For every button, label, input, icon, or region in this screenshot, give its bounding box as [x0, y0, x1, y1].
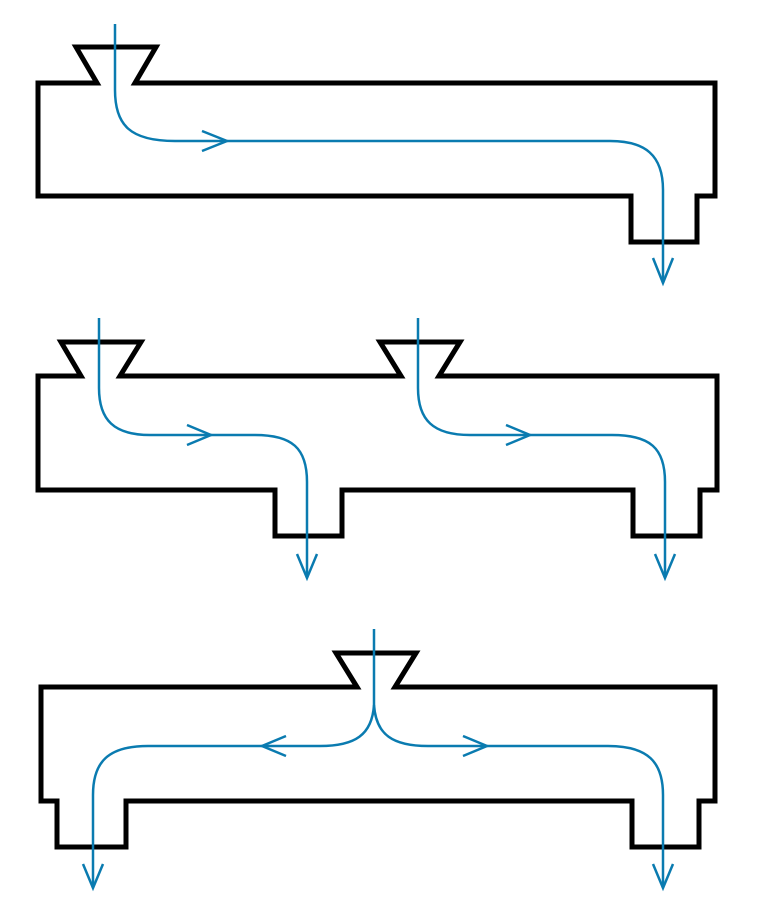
flow-arrow-right — [201, 129, 231, 153]
flow-arrow-down-left — [81, 863, 105, 892]
channel-body — [35, 339, 720, 539]
flow-arrow-right — [462, 734, 491, 758]
flow-path-right — [372, 704, 665, 888]
flow-arrow-down-right — [651, 863, 675, 892]
panel-3-split-channel — [38, 629, 718, 892]
flow-arrow-down — [651, 257, 675, 287]
panel-1-single-channel — [35, 24, 718, 287]
flow-path — [113, 24, 665, 283]
flow-arrow-left — [258, 734, 287, 758]
flow-arrow-right — [186, 423, 215, 447]
flow-arrow-right — [505, 423, 534, 447]
flow-path-right — [416, 318, 667, 578]
flow-arrow-down — [653, 553, 677, 582]
flow-path-left — [97, 318, 309, 578]
panel-2-dual-channel — [35, 318, 720, 582]
channel-body — [35, 44, 718, 245]
flow-arrow-down — [295, 553, 319, 582]
channel-body — [38, 650, 718, 850]
flow-path-left — [91, 704, 376, 888]
